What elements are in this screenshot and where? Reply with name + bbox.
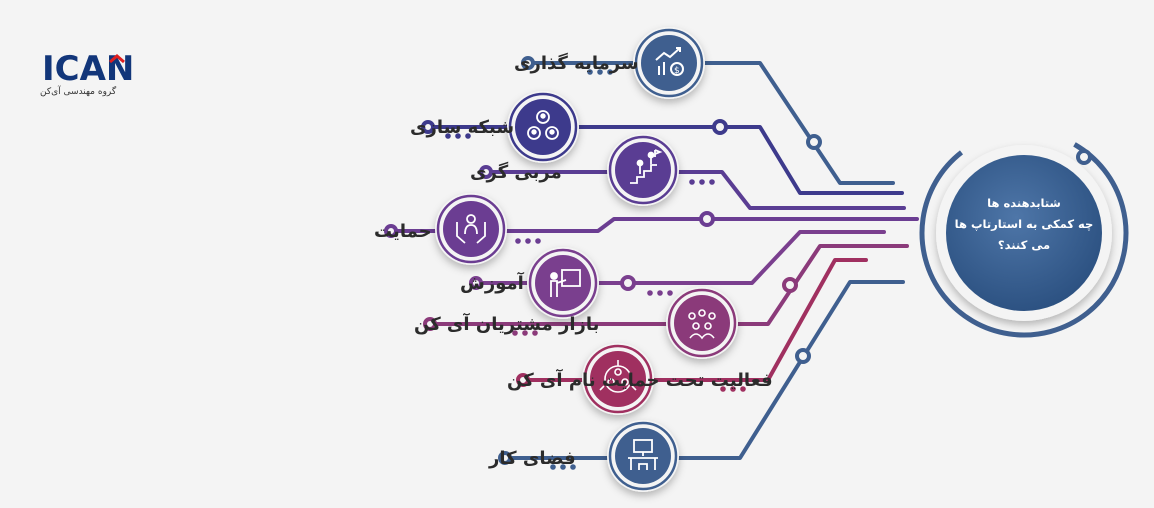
label-workspace: فضای کار [488,448,576,469]
connector-line-networking [426,125,904,195]
item-circle-mentoring [607,134,679,206]
logo-roof-icon [109,54,125,64]
label-brand: فعالیت تحت حمایت نام آی کن [507,368,773,391]
mentor-stairs-icon [630,149,663,184]
hub-line-1: شتابدهنده ها [987,196,1061,210]
item-circle-investment: $ [633,27,705,99]
team-circle-icon [599,360,637,393]
line-node [479,165,493,179]
dots-decoration [587,69,613,75]
customers-group-icon [688,309,716,340]
label-mentoring: مربی گری [470,161,562,183]
connector-line-investment [526,61,895,185]
item-circle-support [435,193,507,265]
support-hands-icon [456,214,486,244]
line-node [782,277,798,293]
dots-decoration [515,238,541,244]
item-circle-brand [582,343,654,415]
line-node [384,224,398,238]
connector-line-mentoring [484,170,906,210]
line-node [620,275,636,291]
dots-decoration [512,330,538,336]
logo: ICAN گروه مهندسی آی‌کن [40,49,134,97]
line-node [712,119,728,135]
teaching-board-icon [550,269,581,297]
logo-subtitle: گروه مهندسی آی‌کن [40,85,117,97]
item-circle-workspace [607,420,679,492]
line-node [521,56,535,70]
line-node [516,373,530,387]
line-node [421,120,435,134]
item-circle-training [527,247,599,319]
line-node [806,134,822,150]
dots-decoration [720,386,746,392]
item-circle-networking [507,91,579,163]
label-support: حمایت [374,221,432,242]
network-people-icon [527,110,559,140]
dots-decoration [445,133,471,139]
hub-line-3: می کنند؟ [998,238,1050,252]
line-node [423,317,437,331]
label-training: آموزش [460,271,525,294]
dots-decoration [689,179,715,185]
item-circle-customers [666,287,738,359]
logo-text: ICAN [42,49,134,89]
line-node [699,211,715,227]
hub-line-2: چه کمکی به استارتاپ ها [955,217,1094,231]
line-node [469,276,483,290]
hub: شتابدهنده ها چه کمکی به استارتاپ ها می ک… [919,128,1129,338]
dots-decoration [550,464,576,470]
connector-line-training [474,230,886,285]
label-customers: بازار مشتریان آی کن [414,312,599,335]
investment-chart-icon: $ [655,47,684,76]
label-networking: شبکه سازی [410,117,514,138]
svg-text:$: $ [674,66,680,76]
line-node [795,348,811,364]
label-investment: سرمایه گذاری [514,52,639,74]
workspace-desk-icon [628,439,658,470]
line-node [498,451,512,465]
dots-decoration [647,290,673,296]
